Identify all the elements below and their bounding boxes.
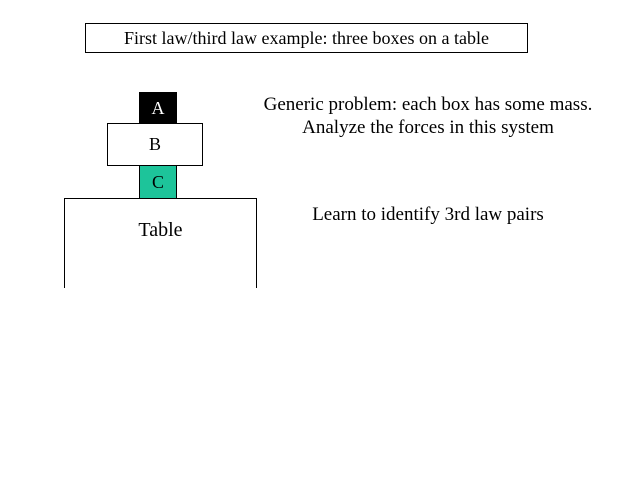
slide-title: First law/third law example: three boxes…	[85, 23, 528, 53]
generic-problem-line-1: Generic problem: each box has some mass.	[263, 94, 593, 115]
learn-text: Learn to identify 3rd law pairs	[312, 204, 544, 225]
generic-problem-line-2: Analyze the forces in this system	[302, 117, 554, 138]
box-b: B	[107, 123, 203, 166]
table-label: Table	[138, 219, 183, 241]
generic-problem-text: Generic problem: each box has some mass.…	[228, 93, 628, 139]
box-c: C	[139, 165, 177, 199]
box-a: A	[139, 92, 177, 124]
table: Table	[64, 198, 257, 288]
